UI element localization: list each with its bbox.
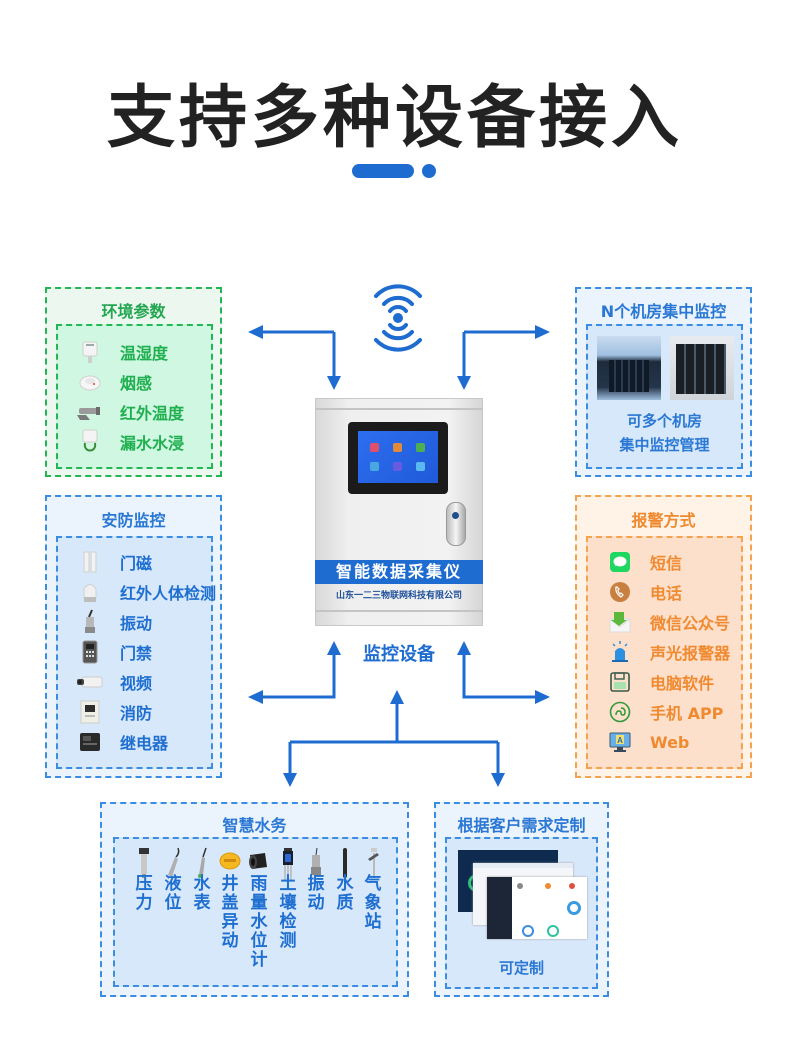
title-decoration-bar	[352, 164, 414, 178]
custom-caption: 可定制	[498, 959, 544, 977]
data-collector-device: 智能数据采集仪 山东一二三物联网科技有限公司	[315, 398, 483, 626]
panel-custom: 根据客户需求定制 可定制	[434, 802, 609, 997]
web-monitor-icon: A	[606, 729, 634, 755]
list-item: 门禁	[76, 638, 152, 666]
list-item: A Web	[606, 728, 689, 756]
list-item: 手机 APP	[606, 698, 723, 726]
siren-icon	[606, 639, 634, 665]
sms-icon	[606, 549, 634, 575]
water-leak-sensor-icon	[76, 429, 104, 455]
list-item: 继电器	[76, 728, 168, 756]
door-magnet-icon	[76, 549, 104, 575]
svg-text:A: A	[617, 736, 623, 745]
page-title: 支持多种设备接入	[106, 79, 683, 158]
phone-icon	[606, 579, 634, 605]
list-item: 视频	[76, 668, 152, 696]
list-item: 烟感	[76, 368, 152, 396]
temperature-humidity-sensor-icon	[76, 339, 104, 365]
list-item: 电脑软件	[606, 668, 714, 696]
vibration-sensor-icon	[303, 847, 329, 883]
device-name-banner: 智能数据采集仪	[315, 560, 483, 584]
wireless-signal-icon	[370, 280, 426, 352]
manhole-cover-icon	[217, 847, 243, 883]
fire-panel-icon	[76, 699, 104, 725]
weather-station-icon	[360, 847, 386, 883]
wechat-mail-icon	[606, 609, 634, 635]
list-item: 门磁	[76, 548, 152, 576]
list-item: 电话	[606, 578, 682, 606]
list-item: 温湿度	[76, 338, 168, 366]
list-item: 红外温度	[76, 398, 184, 426]
device-company: 山东一二三物联网科技有限公司	[335, 591, 462, 601]
vibration-sensor-icon	[76, 609, 104, 635]
panel-title: 智慧水务	[222, 816, 287, 835]
infrared-thermometer-icon	[76, 399, 104, 425]
device-touchscreen	[348, 422, 448, 494]
server-room-photo-1	[597, 336, 661, 400]
dashboard-screenshot-main	[487, 877, 587, 939]
list-item: 漏水水浸	[76, 428, 184, 456]
list-item: 短信	[606, 548, 682, 576]
server-room-photo-2	[670, 336, 734, 400]
title-decoration-dot	[422, 164, 436, 178]
list-item: 振动	[76, 608, 152, 636]
panel-title: N个机房集中监控	[600, 302, 727, 321]
panel-datacenter: N个机房集中监控 可多个机房 集中监控管理	[575, 287, 752, 477]
device-lock-handle	[446, 502, 466, 546]
floppy-disk-icon	[606, 669, 634, 695]
list-item: 声光报警器	[606, 638, 730, 666]
list-item: 消防	[76, 698, 152, 726]
soil-sensor-icon	[275, 847, 301, 883]
mini-program-icon	[606, 699, 634, 725]
panel-alarm: 报警方式 短信 电话 微信公众号 声光报警器 电脑软件 手机 APP A Web	[575, 495, 752, 778]
panel-title: 报警方式	[631, 511, 696, 530]
panel-smart-water: 智慧水务 压力 液位 水表 井盖异动 雨量水位计 土壤检测 振动	[100, 802, 409, 997]
pressure-sensor-icon	[131, 847, 157, 883]
panel-title: 安防监控	[101, 511, 166, 530]
access-control-icon	[76, 639, 104, 665]
water-quality-probe-icon	[332, 847, 358, 883]
device-caption: 监控设备	[363, 644, 435, 665]
panel-title: 根据客户需求定制	[457, 816, 586, 835]
relay-icon	[76, 729, 104, 755]
datacenter-caption-line2: 集中监控管理	[619, 436, 710, 454]
arrow-bottom-left	[262, 653, 336, 699]
panel-title: 环境参数	[101, 302, 166, 321]
arrow-bottom-right	[462, 653, 536, 699]
level-sensor-icon	[160, 847, 186, 883]
rain-gauge-icon	[246, 847, 272, 883]
camera-icon	[76, 669, 104, 695]
pir-sensor-icon	[76, 579, 104, 605]
list-item: 红外人体检测	[76, 578, 216, 606]
datacenter-caption-line1: 可多个机房	[626, 412, 702, 430]
panel-security: 安防监控 门磁 红外人体检测 振动 门禁 视频 消防 继电器	[45, 495, 222, 778]
list-item: 微信公众号	[606, 608, 730, 636]
smoke-detector-icon	[76, 369, 104, 395]
panel-environment: 环境参数 温湿度 烟感 红外温度 漏水水浸	[45, 287, 222, 477]
water-meter-icon	[189, 847, 215, 883]
